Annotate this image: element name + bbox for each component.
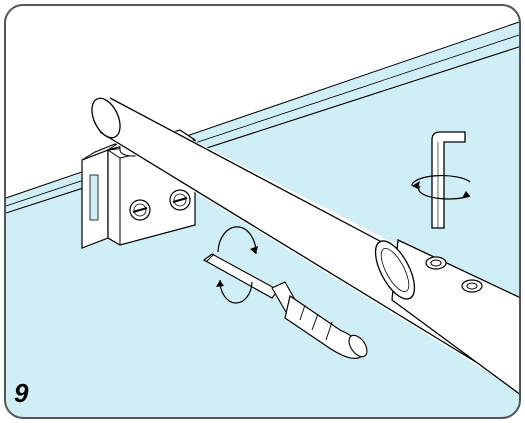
rotate-arrows-icon <box>411 174 471 200</box>
glass-panel <box>5 44 520 418</box>
bracket-screw <box>169 189 191 211</box>
set-screw <box>461 279 483 293</box>
rod-connector-sleeve <box>374 239 520 400</box>
bracket-screw <box>129 199 151 221</box>
rotate-arrows-icon <box>216 226 258 304</box>
hex-key-icon <box>431 131 466 229</box>
set-screw <box>425 256 447 270</box>
step-number: 9 <box>14 378 29 408</box>
diagram-frame <box>4 4 521 419</box>
screwdriver-icon <box>202 253 368 359</box>
